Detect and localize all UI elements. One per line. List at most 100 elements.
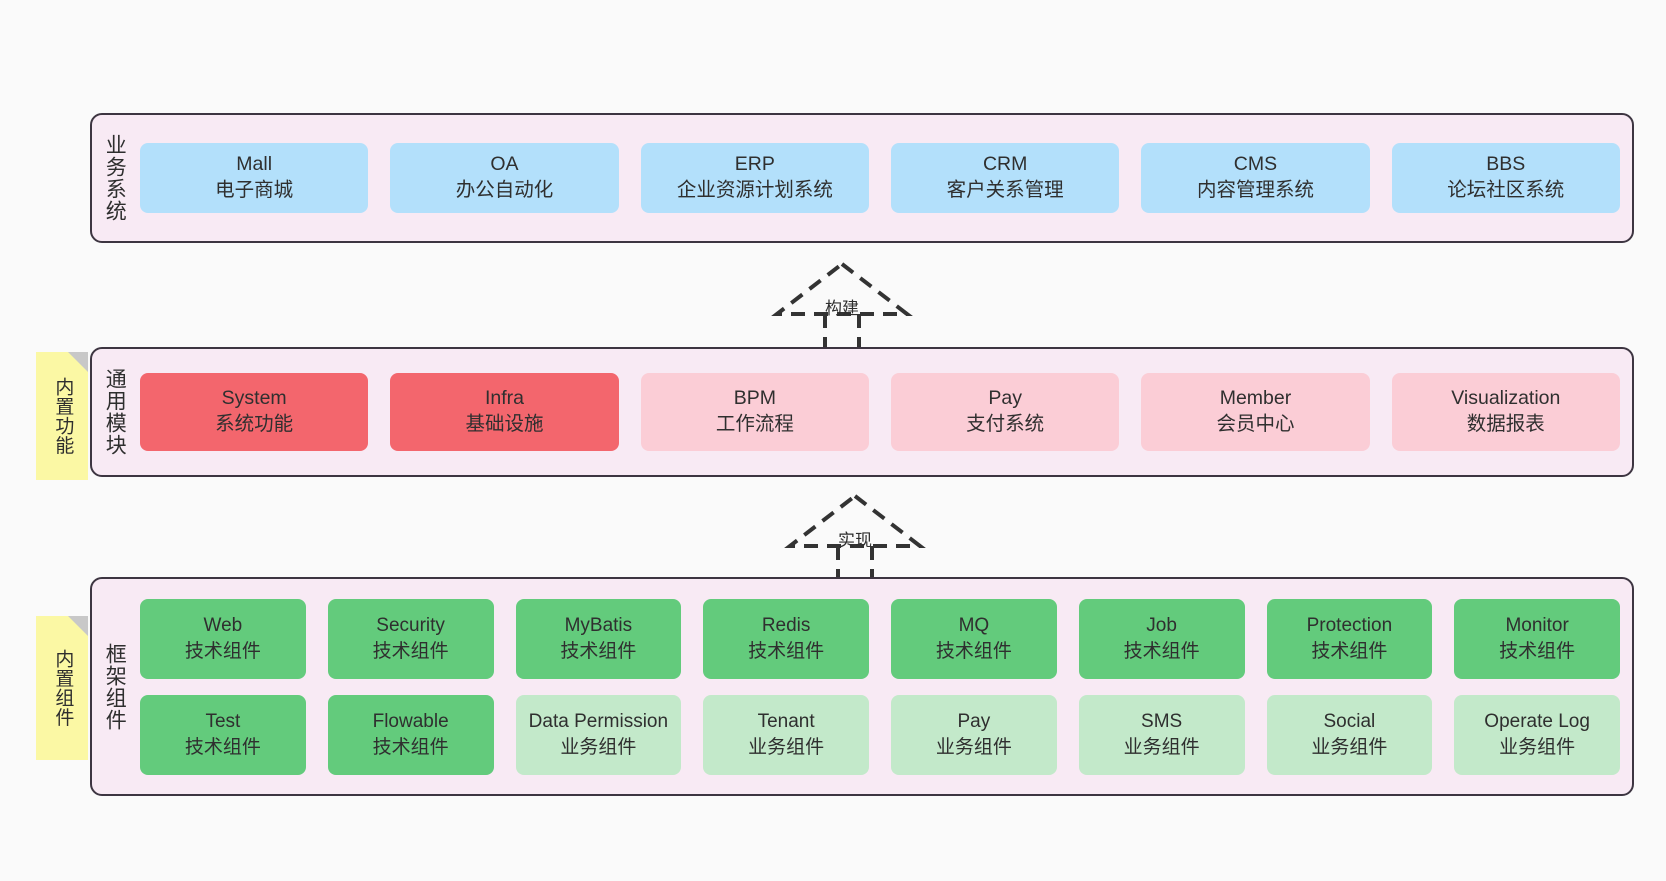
card-subtitle: 技术组件 — [1311, 640, 1388, 662]
card-social[interactable]: Social 业务组件 — [1266, 694, 1433, 775]
card-crm[interactable]: CRM 客户关系管理 — [890, 143, 1120, 213]
card-oa[interactable]: OA 办公自动化 — [390, 143, 619, 213]
layer-title-framework-component: 框架组件 — [103, 642, 127, 731]
card-subtitle: 数据报表 — [1466, 413, 1545, 435]
card-title: BPM — [733, 387, 776, 410]
card-title: Social — [1323, 711, 1376, 733]
card-security[interactable]: Security 技术组件 — [327, 598, 494, 679]
card-title: SMS — [1141, 711, 1183, 733]
note-label: 内置功能 — [52, 377, 74, 455]
card-title: CRM — [982, 153, 1028, 176]
card-cms[interactable]: CMS 内容管理系统 — [1141, 143, 1370, 213]
card-title: Protection — [1306, 615, 1393, 637]
connector-implement: 实现 — [770, 488, 940, 584]
card-subtitle: 论坛社区系统 — [1447, 179, 1565, 201]
card-subtitle: 工作流程 — [715, 413, 794, 435]
card-title: Test — [205, 711, 241, 733]
card-subtitle: 技术组件 — [935, 640, 1012, 662]
card-title: Pay — [988, 387, 1022, 410]
card-subtitle: 业务组件 — [560, 736, 637, 758]
card-flowable[interactable]: Flowable 技术组件 — [327, 694, 494, 775]
layer-title-common-module: 通用模块 — [103, 368, 127, 456]
card-subtitle: 基础设施 — [465, 413, 544, 435]
card-mybatis[interactable]: MyBatis 技术组件 — [515, 598, 682, 679]
card-title: Operate Log — [1484, 711, 1590, 733]
card-title: Member — [1219, 387, 1292, 410]
card-title: System — [221, 387, 287, 410]
layer-business-system: 业务系统 Mall 电子商城 OA 办公自动化 ERP 企业资源计划系统 CRM… — [90, 113, 1634, 243]
card-redis[interactable]: Redis 技术组件 — [703, 598, 869, 679]
card-title: Web — [203, 615, 243, 637]
card-subtitle: 技术组件 — [372, 736, 449, 758]
layer-body-business-system: Mall 电子商城 OA 办公自动化 ERP 企业资源计划系统 CRM 客户关系… — [136, 115, 1632, 241]
card-protection[interactable]: Protection 技术组件 — [1266, 598, 1433, 679]
card-bbs[interactable]: BBS 论坛社区系统 — [1391, 143, 1620, 213]
card-pay-component[interactable]: Pay 业务组件 — [891, 694, 1057, 775]
card-title: BBS — [1486, 153, 1526, 176]
card-title: OA — [490, 153, 519, 176]
card-subtitle: 技术组件 — [748, 640, 825, 662]
card-system[interactable]: System 系统功能 — [140, 373, 369, 451]
card-title: Monitor — [1505, 615, 1569, 637]
card-title: Visualization — [1451, 387, 1561, 410]
layer-body-framework-component: Web 技术组件 Security 技术组件 MyBatis 技术组件 Redi… — [136, 579, 1632, 794]
card-pay-module[interactable]: Pay 支付系统 — [890, 373, 1120, 451]
card-subtitle: 技术组件 — [184, 736, 261, 758]
note-builtin-component: 内置组件 — [36, 616, 88, 760]
card-title: MQ — [958, 615, 990, 637]
card-subtitle: 会员中心 — [1216, 413, 1295, 435]
card-mq[interactable]: MQ 技术组件 — [891, 598, 1057, 679]
card-title: Flowable — [372, 711, 449, 733]
card-subtitle: 客户关系管理 — [946, 179, 1064, 201]
card-row: Web 技术组件 Security 技术组件 MyBatis 技术组件 Redi… — [140, 598, 1620, 679]
card-data-permission[interactable]: Data Permission 业务组件 — [515, 694, 682, 775]
card-title: Job — [1146, 615, 1177, 637]
card-title: Tenant — [757, 711, 815, 733]
card-visualization[interactable]: Visualization 数据报表 — [1391, 373, 1620, 451]
card-subtitle: 技术组件 — [560, 640, 637, 662]
card-row: System 系统功能 Infra 基础设施 BPM 工作流程 Pay 支付系统… — [140, 373, 1620, 451]
card-subtitle: 企业资源计划系统 — [676, 179, 833, 201]
card-title: Redis — [761, 615, 811, 637]
card-subtitle: 业务组件 — [1123, 736, 1200, 758]
card-sms[interactable]: SMS 业务组件 — [1078, 694, 1245, 775]
card-subtitle: 业务组件 — [1311, 736, 1388, 758]
layer-body-common-module: System 系统功能 Infra 基础设施 BPM 工作流程 Pay 支付系统… — [136, 349, 1632, 475]
card-title: CMS — [1233, 153, 1278, 176]
card-title: Mall — [236, 153, 273, 176]
card-title: Pay — [957, 711, 991, 733]
card-web[interactable]: Web 技术组件 — [140, 598, 306, 679]
card-mall[interactable]: Mall 电子商城 — [140, 143, 369, 213]
card-erp[interactable]: ERP 企业资源计划系统 — [640, 143, 869, 213]
card-operate-log[interactable]: Operate Log 业务组件 — [1454, 694, 1620, 775]
card-subtitle: 技术组件 — [1499, 640, 1576, 662]
card-subtitle: 业务组件 — [1499, 736, 1576, 758]
card-title: Security — [376, 615, 445, 637]
card-title: ERP — [734, 153, 775, 176]
card-subtitle: 业务组件 — [748, 736, 825, 758]
card-subtitle: 办公自动化 — [455, 179, 554, 201]
card-subtitle: 支付系统 — [966, 413, 1045, 435]
layer-common-module: 通用模块 System 系统功能 Infra 基础设施 BPM 工作流程 Pay… — [90, 347, 1634, 477]
card-subtitle: 电子商城 — [215, 179, 294, 201]
card-monitor[interactable]: Monitor 技术组件 — [1454, 598, 1620, 679]
card-member[interactable]: Member 会员中心 — [1141, 373, 1370, 451]
card-subtitle: 系统功能 — [215, 413, 294, 435]
card-subtitle: 技术组件 — [372, 640, 449, 662]
card-row: Test 技术组件 Flowable 技术组件 Data Permission … — [140, 694, 1620, 775]
layer-framework-component: 框架组件 Web 技术组件 Security 技术组件 MyBatis 技术组件… — [90, 577, 1634, 796]
card-subtitle: 业务组件 — [935, 736, 1012, 758]
connector-build: 构建 — [757, 256, 927, 352]
connector-label-build: 构建 — [825, 299, 859, 318]
card-tenant[interactable]: Tenant 业务组件 — [703, 694, 869, 775]
card-subtitle: 技术组件 — [184, 640, 261, 662]
card-row: Mall 电子商城 OA 办公自动化 ERP 企业资源计划系统 CRM 客户关系… — [140, 143, 1620, 213]
card-bpm[interactable]: BPM 工作流程 — [640, 373, 869, 451]
card-job[interactable]: Job 技术组件 — [1078, 598, 1245, 679]
note-builtin-feature: 内置功能 — [36, 352, 88, 480]
card-test[interactable]: Test 技术组件 — [140, 694, 306, 775]
card-infra[interactable]: Infra 基础设施 — [390, 373, 619, 451]
card-title: Infra — [484, 387, 524, 410]
layer-title-business-system: 业务系统 — [103, 134, 127, 222]
